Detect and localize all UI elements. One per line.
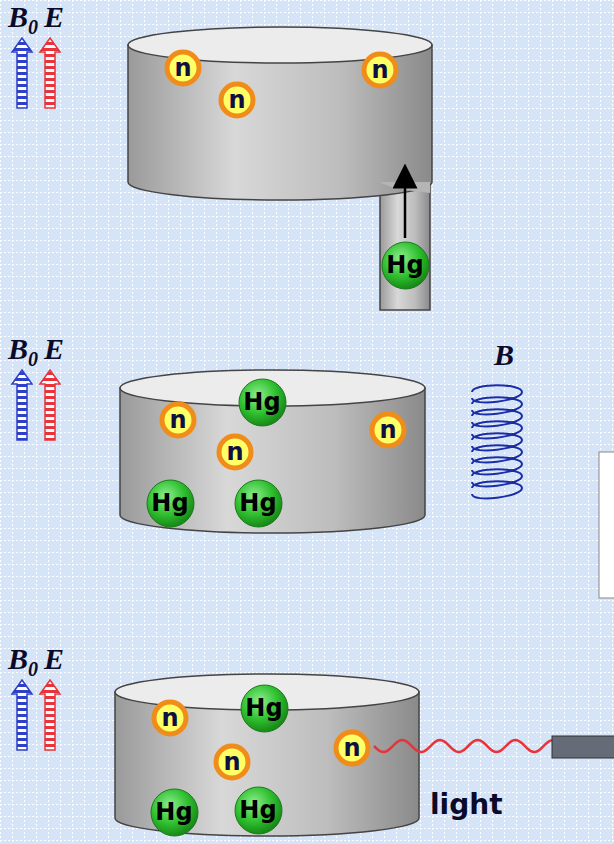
- neutron: n: [216, 433, 254, 471]
- neutron: n: [361, 51, 399, 89]
- particle-symbol: n: [151, 699, 189, 730]
- side-panel: [599, 452, 614, 598]
- e-field-arrow: [40, 370, 60, 440]
- chamber-cylinder: [115, 674, 419, 836]
- atom-symbol: Hg: [150, 788, 199, 825]
- chamber-cylinder: [120, 370, 425, 533]
- efield-label: E: [44, 0, 64, 34]
- atom-symbol: Hg: [234, 786, 283, 823]
- particle-symbol: n: [369, 411, 407, 442]
- e-field-arrow: [40, 680, 60, 750]
- mercury-atom: Hg: [240, 684, 289, 733]
- mercury-atom: Hg: [238, 378, 287, 427]
- neutron: n: [369, 411, 407, 449]
- particle-symbol: n: [333, 729, 371, 760]
- atom-symbol: Hg: [146, 479, 195, 516]
- bfield-label: B0: [8, 332, 38, 371]
- neutron: n: [164, 49, 202, 87]
- mercury-atom: Hg: [381, 241, 430, 290]
- b-field-arrow: [12, 38, 32, 108]
- particle-symbol: n: [218, 81, 256, 112]
- atom-symbol: Hg: [234, 479, 283, 516]
- bfield-label: B0: [8, 0, 38, 39]
- efield-label: E: [44, 332, 64, 366]
- neutron: n: [333, 729, 371, 767]
- particle-symbol: n: [213, 743, 251, 774]
- atom-symbol: Hg: [381, 241, 430, 278]
- mercury-atom: Hg: [234, 786, 283, 835]
- e-field-arrow: [40, 38, 60, 108]
- light-wave: [374, 740, 552, 752]
- particle-symbol: n: [216, 433, 254, 464]
- b-field-arrow: [12, 370, 32, 440]
- neutron: n: [151, 699, 189, 737]
- mercury-atom: Hg: [234, 479, 283, 528]
- b-field-arrow: [12, 680, 32, 750]
- mercury-atom: Hg: [146, 479, 195, 528]
- bfield-label: B0: [8, 642, 38, 681]
- particle-symbol: n: [164, 49, 202, 80]
- injection-arrow: [404, 176, 407, 238]
- chamber-cylinder: [128, 27, 432, 200]
- neutron: n: [218, 81, 256, 119]
- neutron: n: [213, 743, 251, 781]
- particle-symbol: n: [159, 401, 197, 432]
- particle-symbol: n: [361, 51, 399, 82]
- rf-field-label: B: [494, 338, 514, 372]
- efield-label: E: [44, 642, 64, 676]
- atom-symbol: Hg: [238, 378, 287, 415]
- light-detector: [552, 736, 614, 758]
- mercury-atom: Hg: [150, 788, 199, 837]
- light-label: light: [430, 788, 503, 821]
- atom-symbol: Hg: [240, 684, 289, 721]
- rf-coil: [472, 385, 522, 498]
- neutron: n: [159, 401, 197, 439]
